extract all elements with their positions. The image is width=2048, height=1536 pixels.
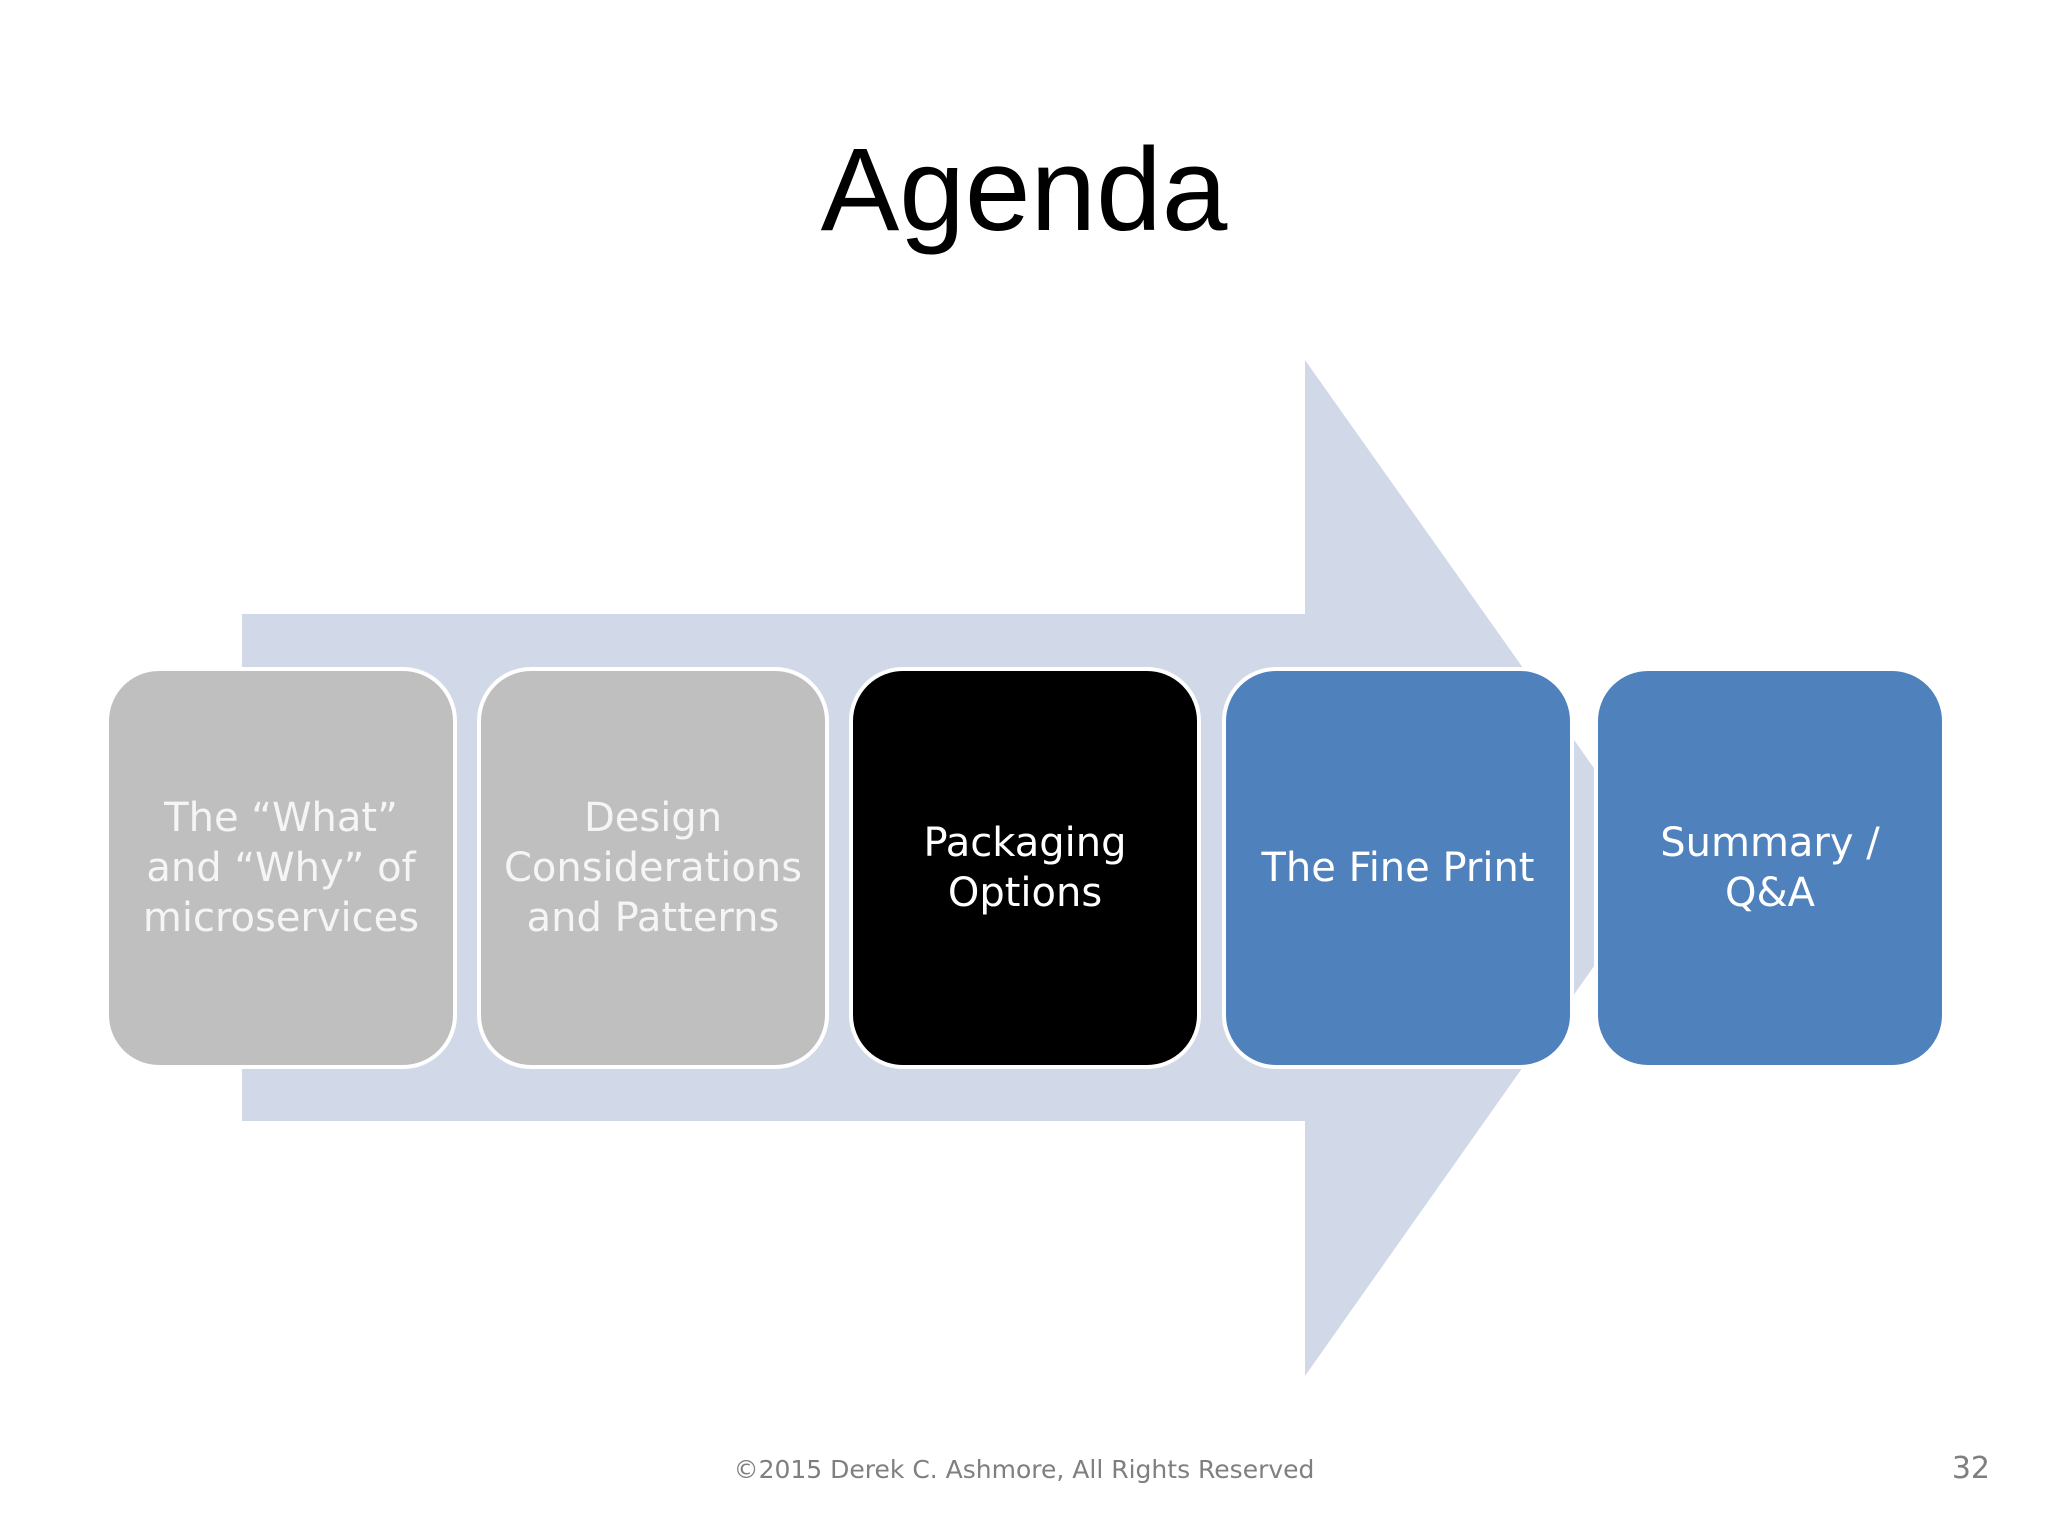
- agenda-step-3: Packaging Options: [849, 667, 1201, 1069]
- agenda-step-1: The “What” and “Why” of microservices: [105, 667, 457, 1069]
- agenda-step-label: Summary / Q&A: [1660, 820, 1880, 916]
- agenda-step-label: Packaging Options: [923, 820, 1127, 916]
- agenda-step-label: Design Considerations and Patterns: [503, 795, 803, 941]
- page-number: 32: [1951, 1451, 1990, 1486]
- agenda-step-4: The Fine Print: [1222, 667, 1574, 1069]
- footer-copyright: ©2015 Derek C. Ashmore, All Rights Reser…: [733, 1455, 1315, 1484]
- agenda-step-2: Design Considerations and Patterns: [477, 667, 829, 1069]
- agenda-step-5: Summary / Q&A: [1594, 667, 1946, 1069]
- agenda-step-label: The “What” and “Why” of microservices: [142, 795, 420, 941]
- slide-title: Agenda: [820, 124, 1228, 256]
- agenda-step-label: The Fine Print: [1261, 845, 1535, 891]
